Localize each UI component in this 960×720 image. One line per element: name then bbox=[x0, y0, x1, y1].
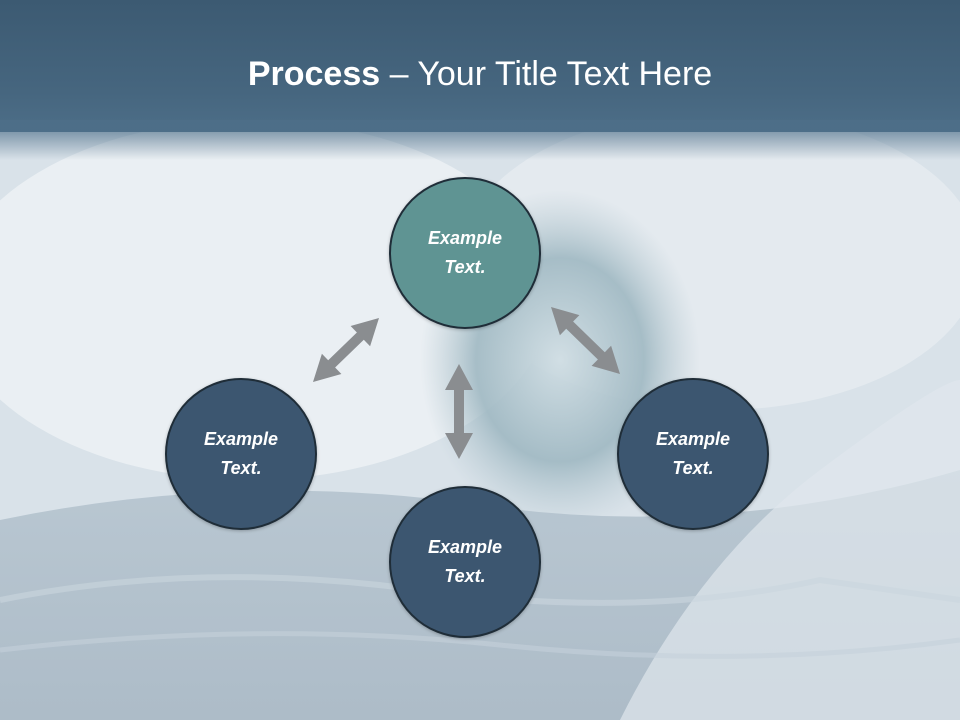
double-headed-arrow-icon[interactable] bbox=[313, 318, 379, 382]
title-rest: – Your Title Text Here bbox=[380, 55, 713, 93]
node-line-2: Text. bbox=[444, 257, 486, 277]
double-headed-arrow-icon[interactable] bbox=[551, 307, 620, 374]
arrow-shape bbox=[313, 318, 379, 382]
slide-title[interactable]: Process – Your Title Text Here bbox=[0, 52, 960, 96]
title-bar-fade bbox=[0, 120, 960, 160]
node-line-2: Text. bbox=[672, 458, 714, 478]
title-bold: Process bbox=[247, 55, 381, 93]
arrow-shape bbox=[551, 307, 620, 374]
arrow-shape bbox=[445, 364, 473, 459]
double-headed-arrow-icon[interactable] bbox=[445, 364, 473, 459]
node-line-1: Example bbox=[427, 228, 503, 248]
node-line-1: Example bbox=[655, 429, 731, 449]
node-line-1: Example bbox=[427, 537, 503, 557]
node-line-2: Text. bbox=[444, 566, 486, 586]
title-bar bbox=[0, 0, 960, 132]
node-line-2: Text. bbox=[220, 458, 262, 478]
node-line-1: Example bbox=[203, 429, 279, 449]
